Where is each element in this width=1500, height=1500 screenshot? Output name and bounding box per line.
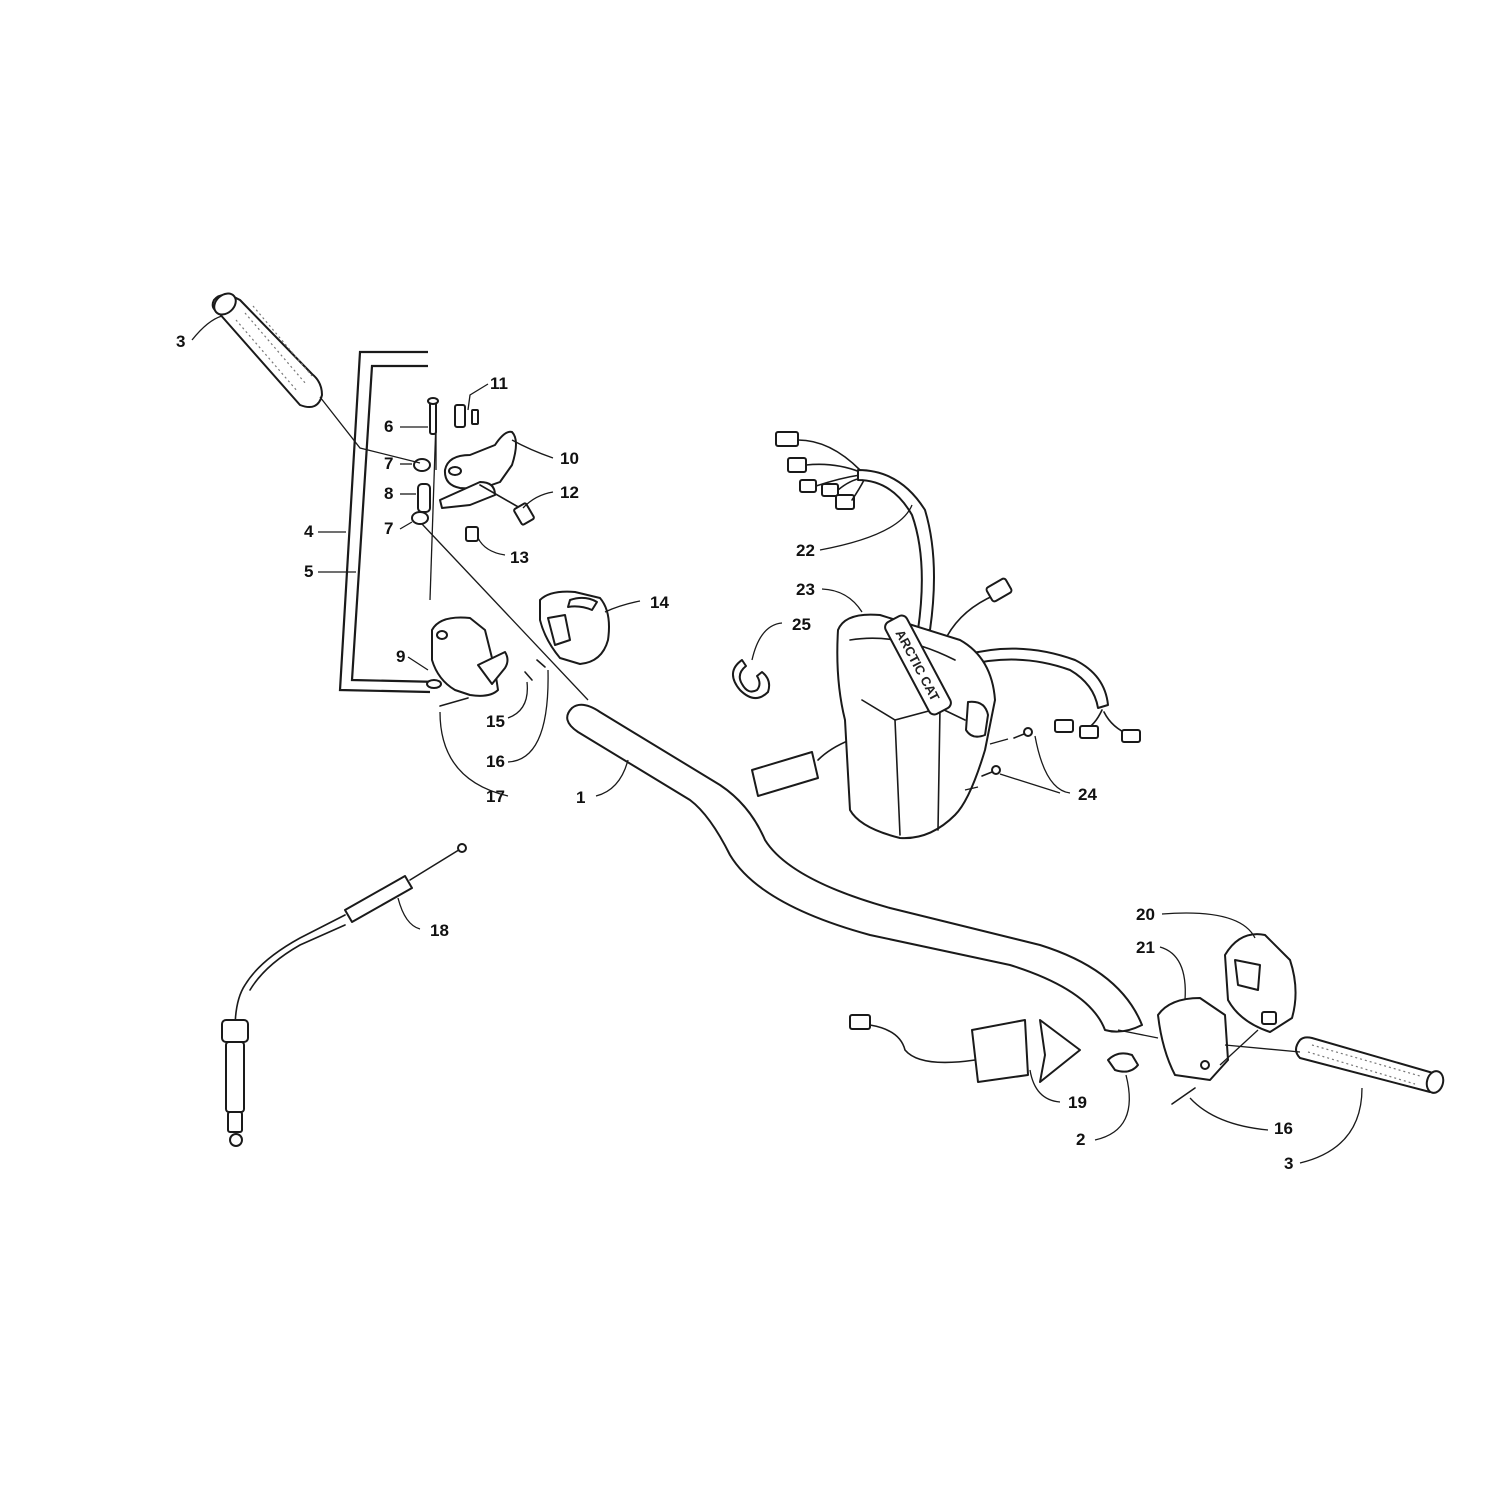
screw-16-right[interactable] (1171, 1087, 1196, 1105)
callout-21: 21 (1136, 938, 1155, 957)
pin-15[interactable] (524, 671, 533, 681)
callout-18: 18 (430, 921, 449, 940)
callout-23: 23 (796, 580, 815, 599)
clip-25[interactable] (732, 659, 771, 699)
callout-20: 20 (1136, 905, 1155, 924)
callout-7-upper: 7 (384, 454, 393, 473)
callout-22: 22 (796, 541, 815, 560)
callout-15: 15 (486, 712, 505, 731)
switch-11[interactable] (454, 404, 479, 428)
callout-3-left: 3 (176, 332, 185, 351)
washer-7-lower[interactable] (411, 511, 429, 525)
callout-2: 2 (1076, 1130, 1085, 1149)
handlebar-pad[interactable] (836, 613, 996, 840)
callout-4: 4 (304, 522, 314, 541)
callout-3-right: 3 (1284, 1154, 1293, 1173)
throttle-wire (479, 484, 521, 509)
callout-6: 6 (384, 417, 393, 436)
callout-7-lower: 7 (384, 519, 393, 538)
right-grip[interactable] (1295, 1036, 1446, 1094)
assembly-bracket-4 (338, 350, 431, 694)
right-switch-housing[interactable] (1224, 933, 1297, 1033)
assembly-bracket-5 (350, 364, 441, 684)
wire-connector-12[interactable] (513, 502, 535, 526)
callout-24: 24 (1078, 785, 1097, 804)
block-13[interactable] (465, 526, 479, 542)
left-switch-housing[interactable] (539, 590, 610, 665)
callout-10: 10 (560, 449, 579, 468)
heating-element[interactable] (849, 1014, 1081, 1083)
callout-25: 25 (792, 615, 811, 634)
callout-9: 9 (396, 647, 405, 666)
right-switch-bracket[interactable] (1157, 997, 1229, 1081)
leader-lines (191, 315, 1363, 1164)
callout-11: 11 (490, 374, 508, 393)
bar-sleeve[interactable] (1107, 1052, 1139, 1073)
callout-1: 1 (576, 788, 585, 807)
callout-16-right: 16 (1274, 1119, 1293, 1138)
wiring-harness[interactable] (751, 431, 1141, 797)
callout-5: 5 (304, 562, 313, 581)
left-grip[interactable] (210, 289, 323, 408)
screw-9[interactable] (426, 679, 442, 689)
screw-17[interactable] (439, 697, 469, 707)
throttle-cable[interactable] (221, 843, 467, 1147)
callout-13: 13 (510, 548, 529, 567)
callout-17: 17 (486, 787, 505, 806)
callout-19: 19 (1068, 1093, 1087, 1112)
screw-24-upper[interactable] (1013, 727, 1033, 739)
throttle-housing[interactable] (431, 616, 509, 697)
washer-7-upper[interactable] (413, 458, 431, 472)
bushing-8[interactable] (417, 483, 431, 513)
callout-8: 8 (384, 484, 393, 503)
callout-labels: 1 2 3 3 4 5 6 7 7 8 9 10 11 12 13 14 15 … (176, 332, 1293, 1173)
throttle-lever[interactable] (439, 430, 517, 509)
screw-16-left[interactable] (536, 659, 546, 668)
pin-6[interactable] (427, 397, 439, 435)
screw-24-lower[interactable] (981, 765, 1001, 777)
callout-12: 12 (560, 483, 579, 502)
callout-16-left: 16 (486, 752, 505, 771)
callout-14: 14 (650, 593, 669, 612)
